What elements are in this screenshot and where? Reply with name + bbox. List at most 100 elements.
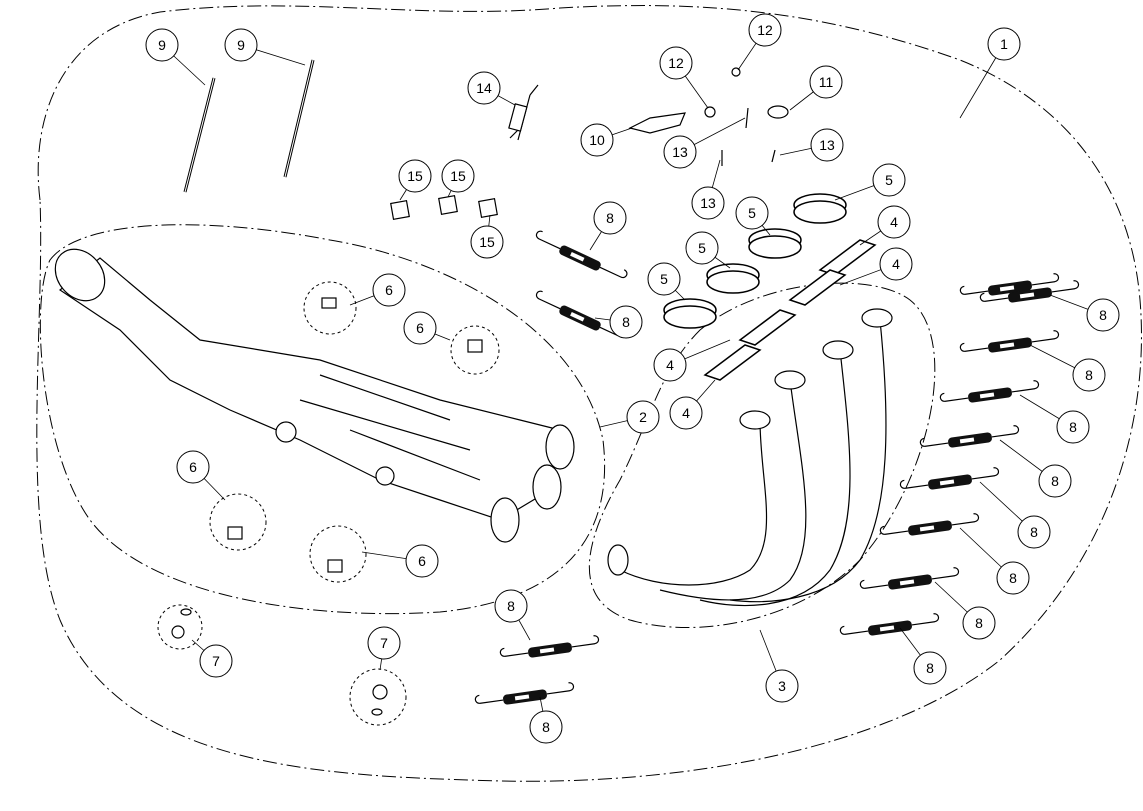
spring-icon <box>535 230 628 279</box>
callout-number: 10 <box>589 132 605 148</box>
callout-7: 7 <box>367 626 401 660</box>
callout-circle <box>199 644 233 678</box>
callout-circle <box>685 231 719 265</box>
callout-number: 9 <box>237 37 245 53</box>
callout-circle <box>1038 464 1072 498</box>
callout-8: 8 <box>494 589 528 623</box>
callout-number: 8 <box>975 615 983 631</box>
callout-circle <box>441 159 475 193</box>
callout-circle <box>176 450 210 484</box>
detail-7a-boundary <box>157 604 203 650</box>
callout-8: 8 <box>529 710 563 744</box>
callout-circle <box>145 28 179 62</box>
callout-number: 13 <box>672 144 688 160</box>
callout-13: 13 <box>691 186 725 220</box>
callout-2: 2 <box>626 400 660 434</box>
callout-9: 9 <box>145 28 179 62</box>
springs <box>474 230 1080 705</box>
spring-icon <box>535 290 628 339</box>
callout-4: 4 <box>877 205 911 239</box>
callout-circle <box>735 196 769 230</box>
spring-icon <box>859 567 960 590</box>
small-hardware <box>171 67 789 716</box>
callout-number: 5 <box>748 205 756 221</box>
callout-circle <box>647 262 681 296</box>
callout-circle <box>1017 515 1051 549</box>
callout-number: 8 <box>1051 473 1059 489</box>
callout-5: 5 <box>647 262 681 296</box>
callout-circle <box>765 669 799 703</box>
callout-circle <box>609 305 643 339</box>
callout-number: 5 <box>885 172 893 188</box>
detail-7b-boundary <box>349 668 407 726</box>
callout-9: 9 <box>224 28 258 62</box>
callout-3: 3 <box>765 669 799 703</box>
callout-8: 8 <box>1038 464 1072 498</box>
callout-6: 6 <box>403 311 437 345</box>
callout-number: 12 <box>668 55 684 71</box>
callout-12: 12 <box>659 46 693 80</box>
callout-number: 7 <box>380 635 388 651</box>
callout-circle <box>367 626 401 660</box>
callout-number: 8 <box>542 719 550 735</box>
detail-6c-boundary <box>209 493 267 551</box>
callout-6: 6 <box>176 450 210 484</box>
callout-circle <box>403 311 437 345</box>
callout-circle <box>810 128 844 162</box>
callout-circle <box>879 247 913 281</box>
callout-10: 10 <box>580 123 614 157</box>
spring-icon <box>919 425 1020 448</box>
silencer-assembly <box>54 248 575 543</box>
callout-number: 2 <box>639 409 647 425</box>
callout-circle <box>653 348 687 382</box>
callout-8: 8 <box>609 305 643 339</box>
callout-circle <box>372 273 406 307</box>
callout-5: 5 <box>685 231 719 265</box>
callout-8: 8 <box>962 606 996 640</box>
callout-circle <box>691 186 725 220</box>
spring-icon <box>939 380 1040 403</box>
callout-number: 15 <box>450 168 466 184</box>
callout-number: 3 <box>778 678 786 694</box>
callout-number: 9 <box>158 37 166 53</box>
callout-number: 8 <box>1085 367 1093 383</box>
callout-13: 13 <box>810 128 844 162</box>
callout-circle <box>467 71 501 105</box>
callout-number: 12 <box>757 22 773 38</box>
header-group-boundary-3 <box>588 282 936 628</box>
header-pipes <box>607 308 893 607</box>
callout-circle <box>877 205 911 239</box>
callout-8: 8 <box>1086 298 1120 332</box>
spring-icon <box>839 613 940 636</box>
callout-circle <box>987 27 1021 61</box>
callout-6: 6 <box>405 544 439 578</box>
spring-icon <box>879 513 980 536</box>
callout-circle <box>809 65 843 99</box>
callout-circle <box>405 544 439 578</box>
callout-circle <box>996 561 1030 595</box>
callout-number: 5 <box>698 240 706 256</box>
callout-number: 8 <box>1099 307 1107 323</box>
callout-4: 4 <box>669 396 703 430</box>
spring-icon <box>979 280 1080 303</box>
callout-circle <box>659 46 693 80</box>
callout-circle <box>529 710 563 744</box>
callout-7: 7 <box>199 644 233 678</box>
callout-number: 8 <box>606 210 614 226</box>
callout-number: 4 <box>892 256 900 272</box>
callout-number: 8 <box>507 598 515 614</box>
callout-circle <box>580 123 614 157</box>
callout-number: 13 <box>700 195 716 211</box>
callout-number: 8 <box>926 660 934 676</box>
callout-15: 15 <box>398 159 432 193</box>
callout-number: 15 <box>407 168 423 184</box>
callout-8: 8 <box>913 651 947 685</box>
callout-number: 11 <box>819 74 834 90</box>
callout-15: 15 <box>470 225 504 259</box>
callout-number: 6 <box>385 282 393 298</box>
callout-number: 5 <box>660 271 668 287</box>
callout-8: 8 <box>1072 358 1106 392</box>
callout-number: 4 <box>682 405 690 421</box>
callout-circle <box>593 201 627 235</box>
